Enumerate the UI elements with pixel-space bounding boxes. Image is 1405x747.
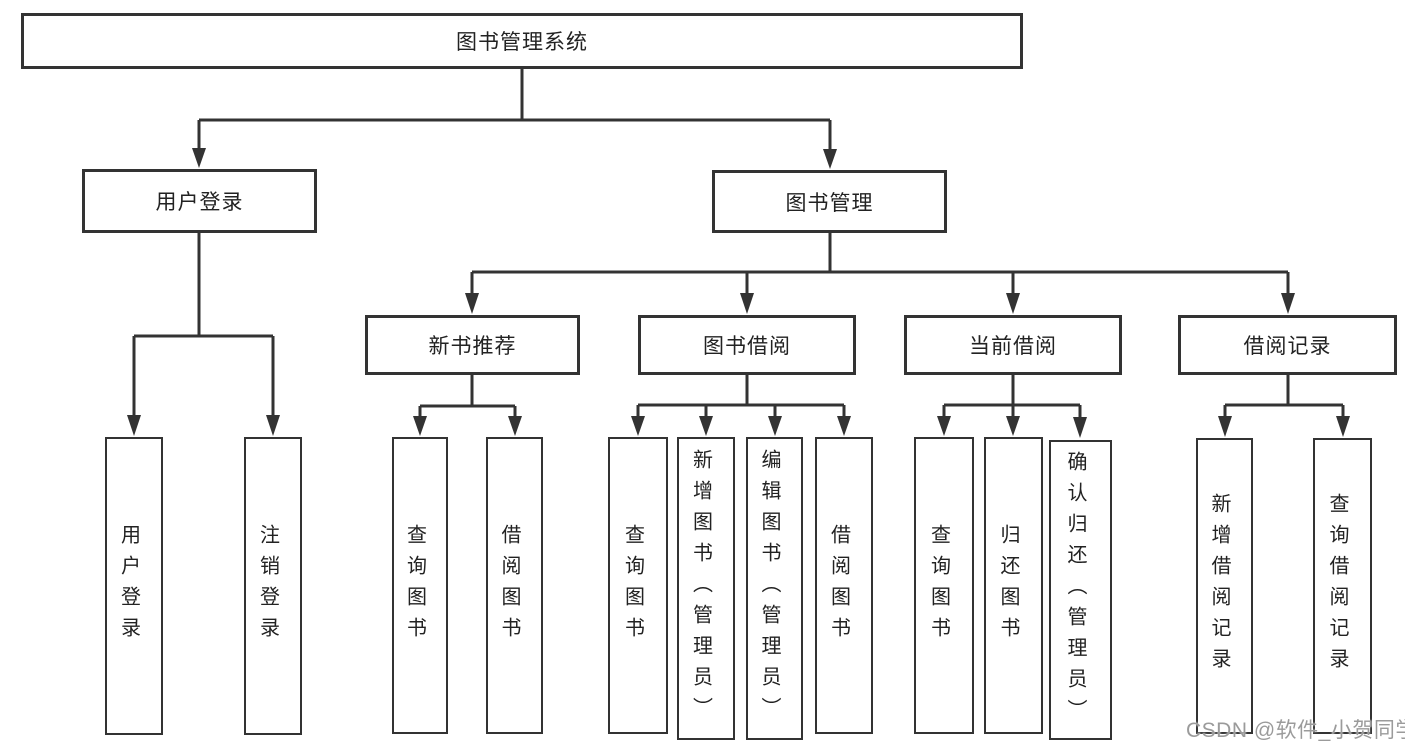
node-query-borrow-record-label: 查询借阅记录 [1326,493,1348,679]
node-new-book-recommend: 新书推荐 [365,315,580,375]
node-bb-query-books: 查询图书 [608,437,668,734]
node-book-borrow: 图书借阅 [638,315,856,375]
node-rec-query-books: 查询图书 [392,437,448,734]
node-add-books-admin-label: 新增图书（管理员） [689,449,712,728]
node-book-management-label: 图书管理 [785,191,874,215]
node-cb-query-books-label: 查询图书 [927,523,950,648]
node-return-books-label: 归还图书 [997,523,1019,648]
node-rec-borrow-books-label: 借阅图书 [498,523,520,648]
connector-book-borrow-to-leaves [636,375,846,419]
connector-book-mgmt-to-level3 [470,233,1290,296]
connector-new-book-to-leaves [418,375,517,419]
node-book-borrow-label: 图书借阅 [703,335,791,358]
node-user-login-leaf-label: 用户登录 [117,524,140,648]
node-borrow-records-label: 借阅记录 [1243,335,1332,358]
connector-root-to-level2 [197,69,832,151]
node-user-login-leaf: 用户登录 [105,437,163,735]
node-current-borrow: 当前借阅 [904,315,1122,375]
node-cb-query-books: 查询图书 [914,437,974,734]
node-bb-borrow-books: 借阅图书 [815,437,873,734]
node-root-system-label: 图书管理系统 [456,31,588,54]
node-add-books-admin: 新增图书（管理员） [677,437,735,740]
node-borrow-records: 借阅记录 [1178,315,1397,375]
node-bb-query-books-label: 查询图书 [621,523,644,648]
node-logout-leaf: 注销登录 [244,437,302,735]
watermark: CSDN @软件_小贺同学 [1186,719,1405,742]
connector-borrow-records-to-leaves [1223,375,1345,419]
node-new-book-recommend-label: 新书推荐 [428,335,517,358]
node-root-system: 图书管理系统 [21,13,1023,69]
node-book-management: 图书管理 [712,170,947,233]
node-logout-leaf-label: 注销登录 [256,524,279,648]
node-confirm-return-admin: 确认归还（管理员） [1049,440,1112,740]
node-query-borrow-record: 查询借阅记录 [1313,438,1372,734]
node-edit-books-admin: 编辑图书（管理员） [746,437,803,740]
node-return-books: 归还图书 [984,437,1043,734]
node-add-borrow-record-label: 新增借阅记录 [1208,493,1230,679]
connector-current-borrow-to-leaves [942,375,1082,419]
node-current-borrow-label: 当前借阅 [969,335,1057,358]
connector-user-login-to-leaves [132,233,275,418]
node-rec-query-books-label: 查询图书 [403,523,426,648]
node-user-login-branch: 用户登录 [82,169,317,233]
arrowheads [127,148,1350,438]
node-confirm-return-admin-label: 确认归还（管理员） [1064,450,1086,730]
node-user-login-branch-label: 用户登录 [155,191,244,214]
node-edit-books-admin-label: 编辑图书（管理员） [758,449,780,728]
node-bb-borrow-books-label: 借阅图书 [827,523,850,648]
node-add-borrow-record: 新增借阅记录 [1196,438,1253,734]
node-rec-borrow-books: 借阅图书 [486,437,543,734]
